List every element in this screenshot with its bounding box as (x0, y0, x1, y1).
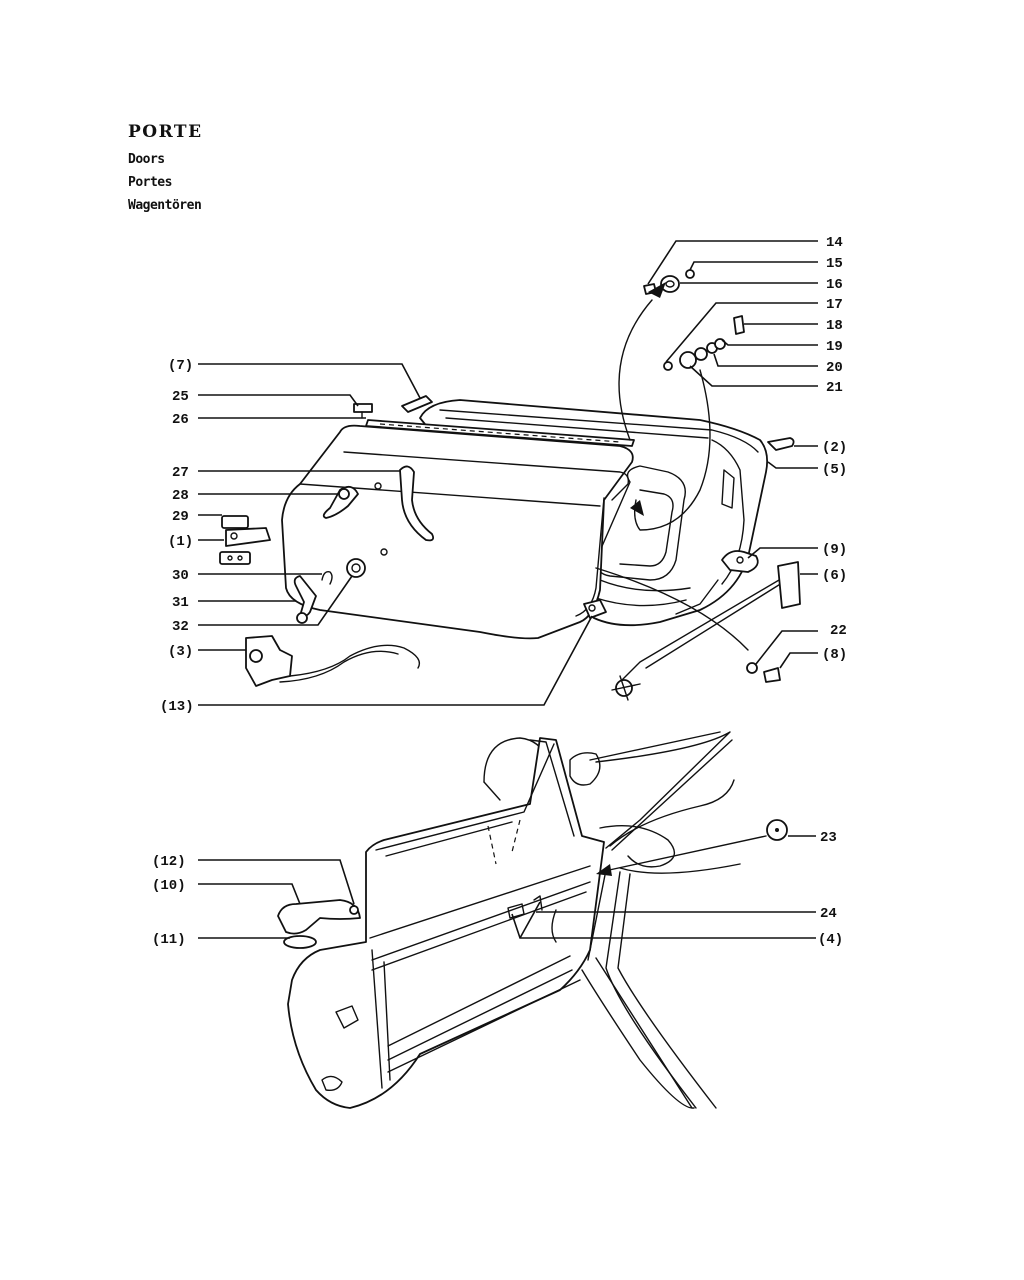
callout-16: 16 (826, 277, 843, 293)
callout-30: 30 (172, 568, 189, 584)
callout-23: 23 (820, 830, 837, 846)
callout-7: (7) (168, 358, 193, 374)
rod-arrow (595, 567, 749, 651)
subtitle-english: Doors (128, 152, 165, 167)
callout-15: 15 (826, 256, 843, 272)
callout-20: 20 (826, 360, 843, 376)
callout-8: (8) (822, 647, 847, 663)
cap-centre (775, 828, 779, 832)
callout-13: (13) (160, 699, 194, 715)
callout-22: 22 (830, 623, 847, 639)
lock-mechanism-drawing (245, 635, 421, 687)
subtitle-french: Portes (128, 175, 172, 190)
trim-panel-drawing (281, 424, 634, 640)
arrow-head-left (630, 500, 644, 516)
callout-19: 19 (826, 339, 843, 355)
callout-21: 21 (826, 380, 843, 396)
callout-3: (3) (168, 644, 193, 660)
callout-31: 31 (172, 595, 189, 611)
lock-button-7-drawing (401, 395, 433, 413)
arm-plate-hole (736, 556, 744, 564)
hinge-drawing (219, 515, 271, 565)
regulator-arm-plate-drawing (721, 550, 759, 573)
hardware-stack-drawing (643, 269, 745, 371)
winder-knob (296, 612, 308, 624)
inside-handle-boss (338, 488, 350, 500)
escutcheon-drawing (346, 558, 366, 578)
callout-1: (1) (168, 534, 193, 550)
callout-12: (12) (152, 854, 186, 870)
callout-4: (4) (818, 932, 843, 948)
callout-10: (10) (152, 878, 186, 894)
callout-24: 24 (820, 906, 837, 922)
subtitle-german: Wagentören (128, 198, 202, 213)
callout-27: 27 (172, 465, 189, 481)
bracket-hole (588, 604, 596, 612)
weatherstrip-detail (379, 423, 621, 443)
callout-29: 29 (172, 509, 189, 525)
callout-28: 28 (172, 488, 189, 504)
callout-32: 32 (172, 619, 189, 635)
leader-lines (198, 240, 818, 939)
callout-17: 17 (826, 297, 843, 313)
cap-arrow (599, 835, 767, 873)
callout-2: (2) (822, 440, 847, 456)
clip-drawing (321, 570, 333, 585)
outside-handle-drawing (277, 899, 361, 949)
callout-26: 26 (172, 412, 189, 428)
window-regulator-drawing (611, 561, 801, 701)
pull-handle-drawing (399, 465, 435, 542)
callout-5: (5) (822, 462, 847, 478)
guide-plate-drawing (763, 667, 781, 683)
escutcheon-centre (351, 563, 361, 573)
callout-11: (11) (152, 932, 186, 948)
callout-14: 14 (826, 235, 843, 251)
header: PORTE Doors Portes Wagentören (128, 122, 203, 217)
cap-arrow-head (596, 864, 612, 876)
arrow-head-top (648, 282, 666, 298)
assembled-door-drawing (287, 737, 605, 1109)
callout-25: 25 (172, 389, 189, 405)
arrow-to-door-window (633, 369, 711, 531)
callout-18: 18 (826, 318, 843, 334)
arrow-to-door-hole (618, 299, 653, 441)
callout-6: (6) (822, 568, 847, 584)
push-button-drawing (767, 437, 795, 451)
page-title: PORTE (128, 122, 203, 142)
lock-button-25-drawing (353, 403, 373, 413)
callout-9: (9) (822, 542, 847, 558)
nut-drawing (746, 662, 758, 674)
